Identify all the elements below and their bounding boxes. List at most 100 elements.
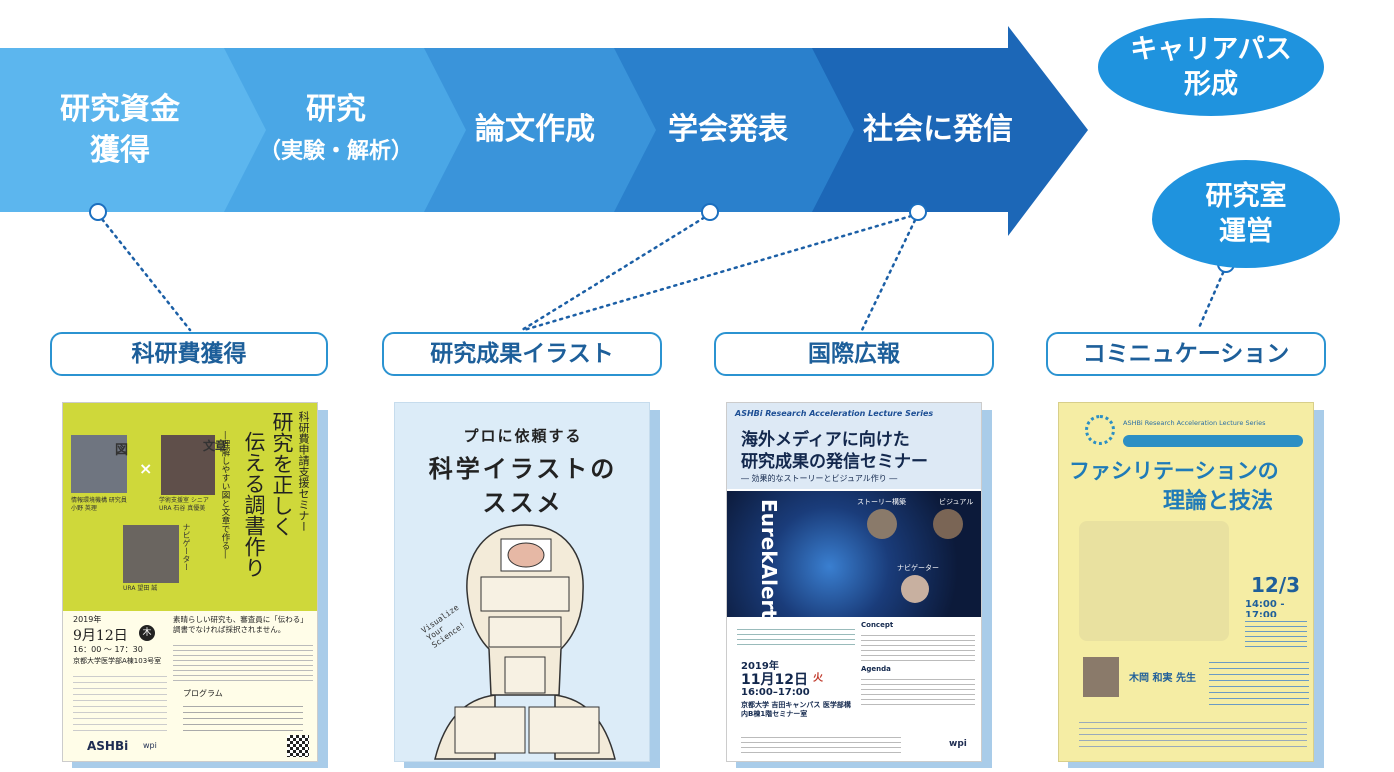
poster1-photo-2 [161,435,215,495]
poster1-left-lines [73,671,167,731]
poster3-navigator: ナビゲーター [897,564,939,572]
head-illustration [434,524,616,760]
poster4-title2: 理論と技法 [1163,489,1274,514]
stage-conference-label: 学会発表 [668,112,788,147]
poster1-title-2: 研究を正しく [270,411,294,537]
bubble-career-path: キャリアパス形成 [1098,18,1324,116]
poster4-program-lines [1209,657,1309,707]
process-flow-arrow [0,26,1088,236]
poster1-fig-tag: 図 [115,443,129,458]
poster3-agenda-lines [861,675,975,705]
stage-paper-label: 論文作成 [475,112,595,147]
poster1-person2: 学術支援室 シニアURA 石谷 真優美 [159,497,209,512]
poster1-photo-3 [123,525,179,583]
poster-media-seminar: ASHBi Research Acceleration Lecture Seri… [726,402,982,762]
poster1-logo: ASHBi [87,739,129,753]
poster1-time: 16：00 ～ 17：30 [73,645,143,654]
poster4-speaker-photo [1083,657,1119,697]
poster3-concept: Concept [861,621,894,629]
stage-research-line1: 研究 [306,92,366,127]
label-illustration: 研究成果イラスト [382,332,662,376]
poster3-visual: ビジュアル [939,498,974,506]
poster4-place-lines [1245,617,1307,647]
stage-funding: 研究資金 獲得 [20,90,220,171]
poster3-photo-1 [867,509,897,539]
poster1-body-lines [173,641,313,685]
poster3-agenda: Agenda [861,665,891,673]
poster4-speaker: 木岡 和実 先生 [1129,673,1196,684]
poster1-date: 9月12日 [73,628,128,644]
bubble-lab-line2: 運営 [1219,216,1273,247]
bubble-lab-line1: 研究室 [1205,180,1287,212]
poster1-person1: 情報環境機構 研究員 小野 英理 [71,497,127,512]
poster3-body-lines [737,625,855,649]
stage-research-line2: （実験・解析） [258,138,413,164]
stage-conference: 学会発表 [630,110,826,151]
poster3-date-year: 2019年 [741,661,779,672]
poster4-banner [1123,435,1303,447]
poster1-wpi: wpi [143,741,157,750]
label-pr: 国際広報 [714,332,994,376]
poster4-illustration [1079,521,1229,641]
poster3-series: ASHBi Research Acceleration Lecture Seri… [735,409,934,418]
stage-outreach-label: 社会に発信 [863,112,1013,147]
poster3-story: ストーリー構築 [857,498,906,506]
poster3-weekday: 火 [813,673,823,684]
poster1-text-tag: 文章 [203,439,228,453]
poster1-qr-code [287,735,309,757]
poster1-title-4: ―理解しやすい図と文章で作る― [220,431,230,559]
poster3-place: 京都大学 吉田キャンパス 医学部構内B棟1階セミナー室 [741,701,851,719]
poster1-program-lines [183,701,303,731]
poster1-cross-icon: × [139,459,153,478]
bubble-career-line2: 形成 [1184,69,1238,100]
poster3-eureka: EurekAlert! [757,499,781,629]
poster-grant-seminar: 図 文章 × 情報環境機構 研究員 小野 英理 学術支援室 シニアURA 石谷 … [62,402,318,762]
poster1-title-3: 伝える調書作り [242,431,266,578]
poster1-person3: URA 望田 誠 [123,585,158,592]
stage-funding-line2: 獲得 [90,132,150,168]
poster4-date: 12/3 [1251,573,1301,597]
stage-paper: 論文作成 [440,110,630,151]
poster4-footer [1079,717,1307,751]
poster3-concept-lines [861,631,975,661]
poster3-date: 11月12日 [741,672,808,688]
poster3-subtitle: ― 効果的なストーリーとビジュアル作り ― [741,474,898,483]
poster3-photo-2 [933,509,963,539]
poster1-date-year: 2019年 [73,615,102,624]
poster3-time: 16:00–17:00 [741,687,810,698]
poster3-footer-lines [741,733,901,757]
poster3-wpi: wpi [949,739,967,749]
poster4-series: ASHBi Research Acceleration Lecture Seri… [1123,419,1266,427]
poster-science-illustration: プロに依頼する 科学イラストの ススメ Visualize Your Scien… [394,402,650,762]
poster1-photo-1 [71,435,127,493]
stage-segment-1 [0,48,282,212]
label-grant: 科研費獲得 [50,332,328,376]
poster1-program: プログラム [183,689,223,698]
stage-segment-3 [424,48,672,212]
poster3-title2: 研究成果の発信セミナー [741,452,928,472]
stage-research: 研究 （実験・解析） [236,90,436,166]
stage-segment-5 [812,26,1088,236]
poster4-title1: ファシリテーションの [1069,459,1279,483]
poster3-header [727,403,981,489]
poster4-time: 14:00 - 17:00 [1245,599,1285,621]
stage-outreach: 社会に発信 [838,110,1038,151]
poster2-line3: ススメ [482,489,564,517]
stage-funding-line1: 研究資金 [60,92,180,127]
poster-facilitation: ASHBi Research Acceleration Lecture Seri… [1058,402,1314,762]
bubble-career-line1: キャリアパス [1130,33,1292,65]
stage-segment-2 [224,48,482,212]
poster1-lead: 素晴らしい研究も、審査員に「伝わる」調書でなければ採択されません。 [173,615,308,634]
poster3-title1: 海外メディアに向けた [741,430,910,450]
label-communication: コミニュケーション [1046,332,1326,376]
poster2-line2: 科学イラストの [428,455,618,483]
poster2-line1: プロに依頼する [463,427,583,445]
stage-segment-4 [614,48,870,212]
bubble-lab-management: 研究室運営 [1152,160,1340,268]
poster1-weekday: 木 [139,625,155,641]
poster1-place: 京都大学医学部A棟103号室 [73,657,162,665]
poster4-logo-icon [1085,415,1115,445]
poster1-navigator: ナビゲーター [182,523,191,571]
poster1-title-1: 科研費申請支援セミナー [297,411,310,532]
poster3-photo-3 [901,575,929,603]
